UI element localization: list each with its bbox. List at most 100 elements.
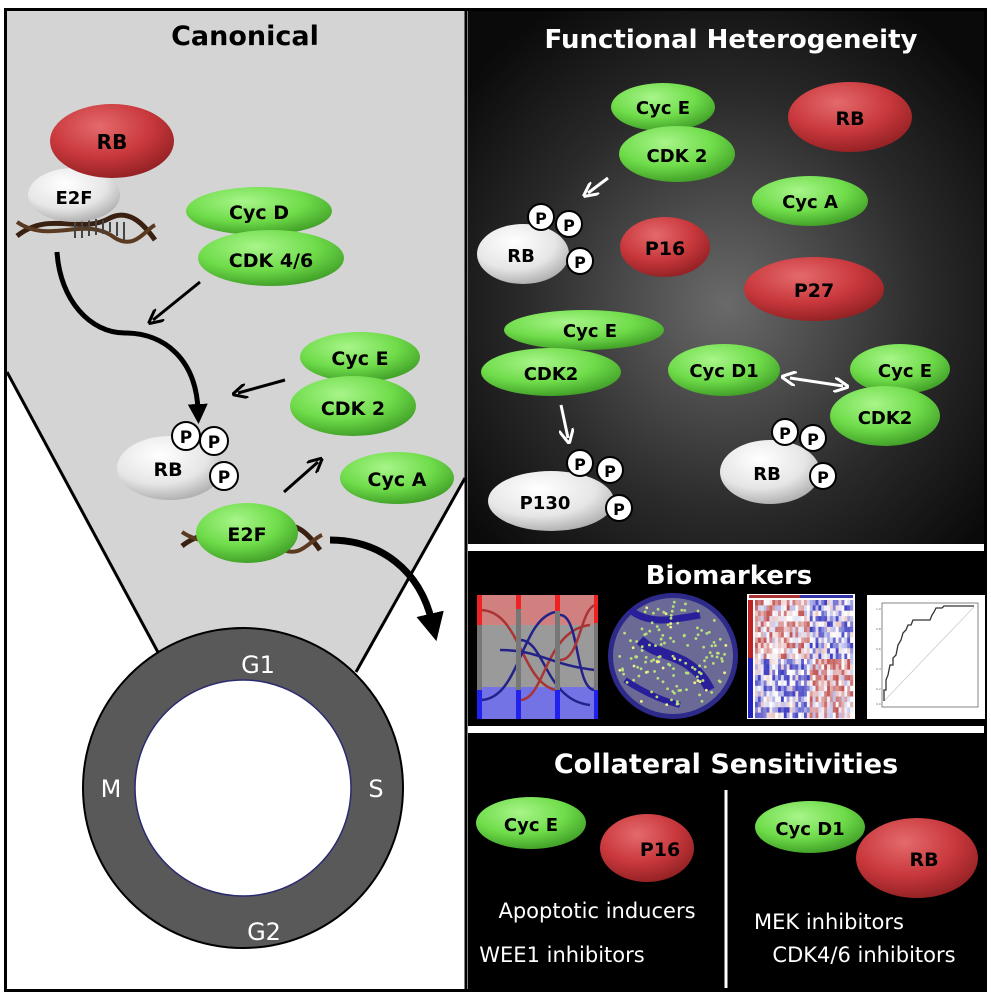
heatmap-cell: [806, 675, 810, 681]
heatmap-cell: [795, 691, 799, 697]
heatmap-cell: [783, 626, 787, 633]
heatmap-cell: [850, 701, 854, 708]
heatmap-cell: [829, 669, 834, 676]
heatmap-cell: [838, 610, 842, 617]
heatmap-cell: [829, 648, 834, 654]
heatmap-cell: [804, 664, 808, 670]
heatmap-cell: [850, 605, 854, 611]
heatmap-cell: [806, 664, 810, 670]
heatmap-cell: [821, 610, 825, 617]
heatmap-cell: [821, 600, 825, 606]
heatmap-cell: [827, 685, 831, 692]
heatmap-cell: [789, 632, 793, 638]
heatmap-cell: [789, 707, 793, 713]
canonical-title: Canonical: [171, 21, 319, 52]
cell-dot: [669, 625, 673, 629]
heatmap-cell: [766, 707, 770, 713]
cell-dot: [724, 643, 728, 647]
heatmap-cell: [804, 648, 808, 654]
phosphate-label: P: [535, 209, 547, 228]
heatmap-cell: [760, 648, 764, 654]
heatmap-cell: [838, 712, 842, 719]
heatmap-cell: [763, 605, 767, 611]
heatmap-cell: [766, 632, 770, 638]
heatmap-cell: [769, 621, 773, 628]
heatmap-cell: [780, 632, 785, 638]
protein-p16-collateral: [600, 814, 694, 882]
heatmap-cell: [841, 680, 845, 687]
heatmap-cell: [783, 712, 787, 719]
cell-dot: [693, 667, 697, 671]
label-rb-top: RB: [97, 130, 128, 154]
heatmap-cell: [760, 696, 764, 703]
cell-dot: [667, 662, 670, 666]
heatmap-cell: [769, 610, 773, 617]
heatmap-cell: [838, 669, 842, 676]
heatmap-cell: [769, 712, 773, 719]
heatmap-cell: [798, 605, 802, 611]
heatmap-cell: [795, 696, 799, 703]
heatmap-cell: [778, 680, 782, 687]
heatmap-cell: [798, 642, 802, 649]
heatmap-cell: [841, 675, 845, 681]
heatmap-cell: [838, 637, 842, 644]
label-p130: P130: [520, 493, 571, 514]
heatmap-cell: [804, 621, 808, 628]
heatmap-cell: [806, 648, 810, 654]
heatmap-cell: [772, 621, 776, 628]
cell-dot: [677, 689, 681, 692]
heatmap-cell: [798, 637, 802, 644]
protein-e2f-top: [28, 168, 120, 222]
heatmap-cell: [844, 637, 848, 644]
heatmap-cell: [804, 701, 808, 708]
heatmap-cell: [783, 669, 787, 676]
cell-dot: [655, 695, 659, 699]
heatmap-cell: [775, 691, 779, 697]
heatmap-cell: [772, 642, 776, 649]
heatmap-cell: [792, 669, 796, 676]
heatmap-cell: [815, 637, 819, 644]
protein-cdk2-2: [481, 348, 621, 396]
heatmap-cell: [775, 701, 779, 708]
heatmap-cell: [829, 600, 834, 606]
heatmap-cell: [792, 712, 796, 719]
cell-dot: [618, 668, 622, 672]
cell-dot: [699, 672, 703, 676]
heatmap-cell: [778, 707, 782, 713]
heatmap-cell: [812, 648, 816, 654]
heatmap-cell: [824, 664, 828, 670]
heatmap-cell: [832, 664, 836, 670]
cell-dot: [696, 626, 699, 630]
cell-dot: [663, 641, 666, 645]
heatmap-cell: [795, 701, 799, 708]
protein-cyc-a-het: [752, 176, 868, 226]
heatmap-cell: [809, 653, 813, 660]
heatmap-cell: [835, 712, 839, 719]
heatmap-cell: [786, 669, 790, 676]
heatmap-cell: [818, 675, 822, 681]
heatmap-cell: [789, 616, 793, 622]
heatmap-cell: [778, 712, 782, 719]
heatmap-cell: [824, 685, 828, 692]
heatmap-cell: [780, 653, 785, 660]
heatmap-cell: [783, 632, 787, 638]
heatmap-cell: [795, 680, 799, 687]
cell-dot: [656, 607, 660, 611]
phase-g2: G2: [247, 918, 281, 946]
label-rb-phosphorylated: RB: [153, 459, 182, 481]
heatmap-cell: [806, 637, 810, 644]
phosphate-label: P: [779, 424, 791, 443]
heatmap-cell: [821, 616, 825, 622]
heatmap-cell: [815, 648, 819, 654]
heatmap-cell: [798, 669, 802, 676]
dna-helix-icon: [15, 212, 158, 244]
heatmap-cell: [809, 626, 813, 633]
heatmap-cell: [821, 605, 825, 611]
heatmap-cell: [818, 712, 822, 719]
heatmap-cell: [783, 691, 787, 697]
treatment-cdk46-inhibitors: CDK4/6 inhibitors: [772, 943, 955, 967]
heatmap-cell: [760, 664, 764, 670]
heatmap-cell: [792, 680, 796, 687]
cell-dot: [669, 616, 673, 620]
heatmap-cell: [763, 616, 767, 622]
